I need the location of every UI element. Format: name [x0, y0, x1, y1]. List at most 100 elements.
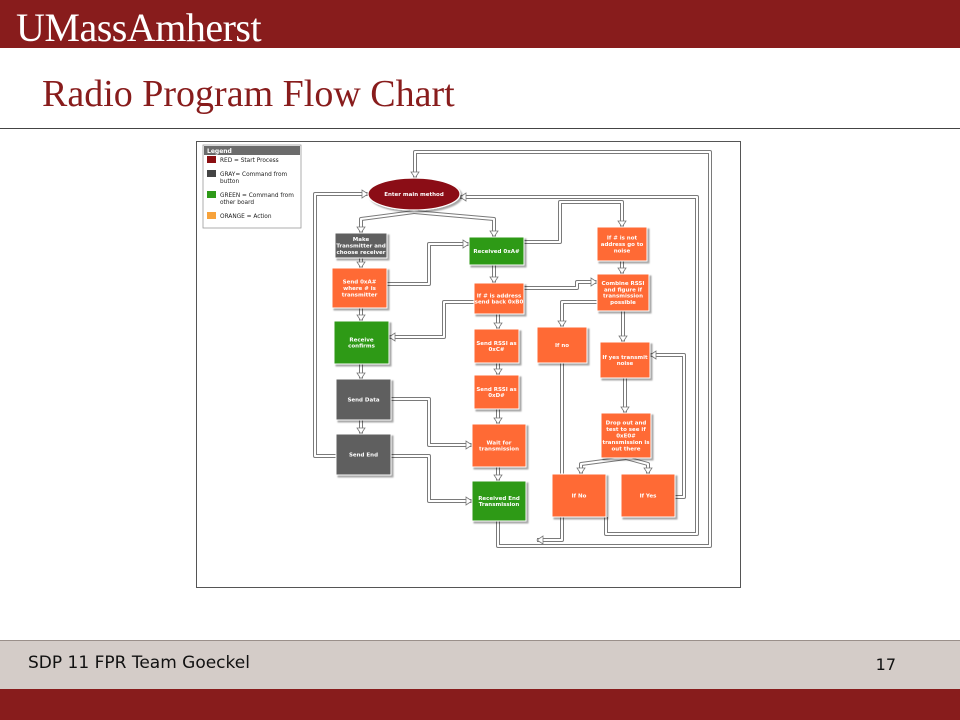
arrowhead [410, 171, 420, 179]
conn-notaddr-to-combine [617, 261, 627, 275]
arrowhead [617, 220, 627, 228]
conn-combine-to-ifyes [618, 311, 628, 343]
node-label: 0xC# [488, 347, 504, 353]
node-if-yes-bottom: If Yes [620, 473, 676, 518]
arrowhead [576, 467, 586, 475]
conn-make-to-send [356, 258, 366, 269]
arrowhead [617, 267, 627, 275]
node-shape [331, 267, 388, 309]
conn-main-to-received [413, 210, 499, 238]
conn-drop-to-ifno [576, 456, 627, 475]
node-if-no-left: If no [536, 326, 588, 364]
node-label: transmitter [342, 292, 378, 298]
node-label: Send 0xA# [343, 280, 377, 286]
node-label: transmission [603, 294, 643, 300]
legend-swatch [207, 191, 216, 198]
legend-entry: ORANGE = Action [207, 212, 272, 220]
node-label: Send RSSI as [476, 341, 517, 347]
umass-amherst-logo: UMassAmherst [16, 5, 262, 50]
page-number: 17 [875, 655, 896, 674]
arrowhead [462, 239, 470, 249]
conn-address-to-rssic [493, 314, 503, 330]
legend-swatch [207, 156, 216, 163]
node-label: out there [612, 446, 641, 452]
node-shape [596, 273, 650, 312]
conn-combine-to-ifno [557, 300, 597, 328]
node-shape [335, 433, 392, 476]
conn-ifno-down [536, 363, 564, 545]
node-label: noise [614, 248, 631, 254]
node-label: If Yes [640, 494, 658, 500]
conn-ifyes-to-drop [620, 378, 630, 414]
node-send-end: Send End [335, 433, 392, 476]
arrowhead [557, 320, 567, 328]
arrowhead [356, 427, 366, 435]
node-shape [473, 328, 520, 364]
node-label: 0xE0# [616, 434, 636, 440]
title-divider [0, 128, 960, 129]
node-shape [536, 326, 588, 364]
bottom-bar [0, 689, 960, 720]
arrowhead [493, 368, 503, 376]
conn-ifnobottom-loop [459, 192, 699, 536]
conn-receive-to-data [356, 364, 366, 380]
node-label: Transmission [479, 502, 520, 508]
node-shape [600, 412, 652, 459]
node-shape [596, 226, 648, 262]
node-label: If # is address [477, 293, 522, 299]
arrowhead [590, 277, 598, 287]
node-label: possible [610, 300, 636, 306]
node-label: send back 0xB0 [475, 300, 524, 306]
node-label: Enter main method [384, 192, 444, 198]
node-shape [473, 374, 520, 410]
header-bar: UMassAmherst [0, 0, 960, 50]
node-label: and figure if [604, 287, 643, 293]
arrowhead [493, 417, 503, 425]
arrowhead [388, 332, 396, 342]
conn-wait-to-received [493, 467, 503, 482]
arrowhead [620, 406, 630, 414]
node-label: Received 0xA# [473, 249, 520, 255]
arrowhead [493, 474, 503, 482]
arrowhead [459, 192, 467, 202]
node-label: Transmitter and [336, 244, 386, 250]
arrowhead [536, 535, 544, 545]
conn-end-to-received [391, 454, 473, 506]
node-label: If No [572, 494, 587, 500]
arrowhead [489, 230, 499, 238]
node-shape [473, 282, 525, 315]
node-send-data: Send Data [335, 378, 392, 421]
legend-box [202, 144, 302, 229]
node-label: If # is not [607, 236, 638, 242]
arrowhead [356, 226, 366, 234]
node-label: Received End [478, 496, 520, 502]
node-shape [333, 320, 390, 365]
legend-entry-label: RED = Start Process [220, 158, 279, 164]
arrowhead [493, 322, 503, 330]
arrowhead [649, 350, 657, 360]
conn-received-to-notaddr [524, 200, 627, 244]
conn-rssic-to-rssid [493, 363, 503, 376]
node-label: Make [353, 237, 370, 243]
node-shape [551, 473, 607, 518]
conn-received-to-address [489, 265, 499, 284]
node-shape [471, 480, 527, 522]
node-label: transmission [479, 447, 519, 453]
slide-title: Radio Program Flow Chart [42, 73, 455, 115]
node-label: address go to [601, 242, 644, 248]
node-label: test to see if [606, 427, 646, 433]
node-label: Wait for [487, 440, 512, 446]
node-label: 0xD# [488, 393, 505, 399]
node-label: confirms [348, 344, 375, 350]
